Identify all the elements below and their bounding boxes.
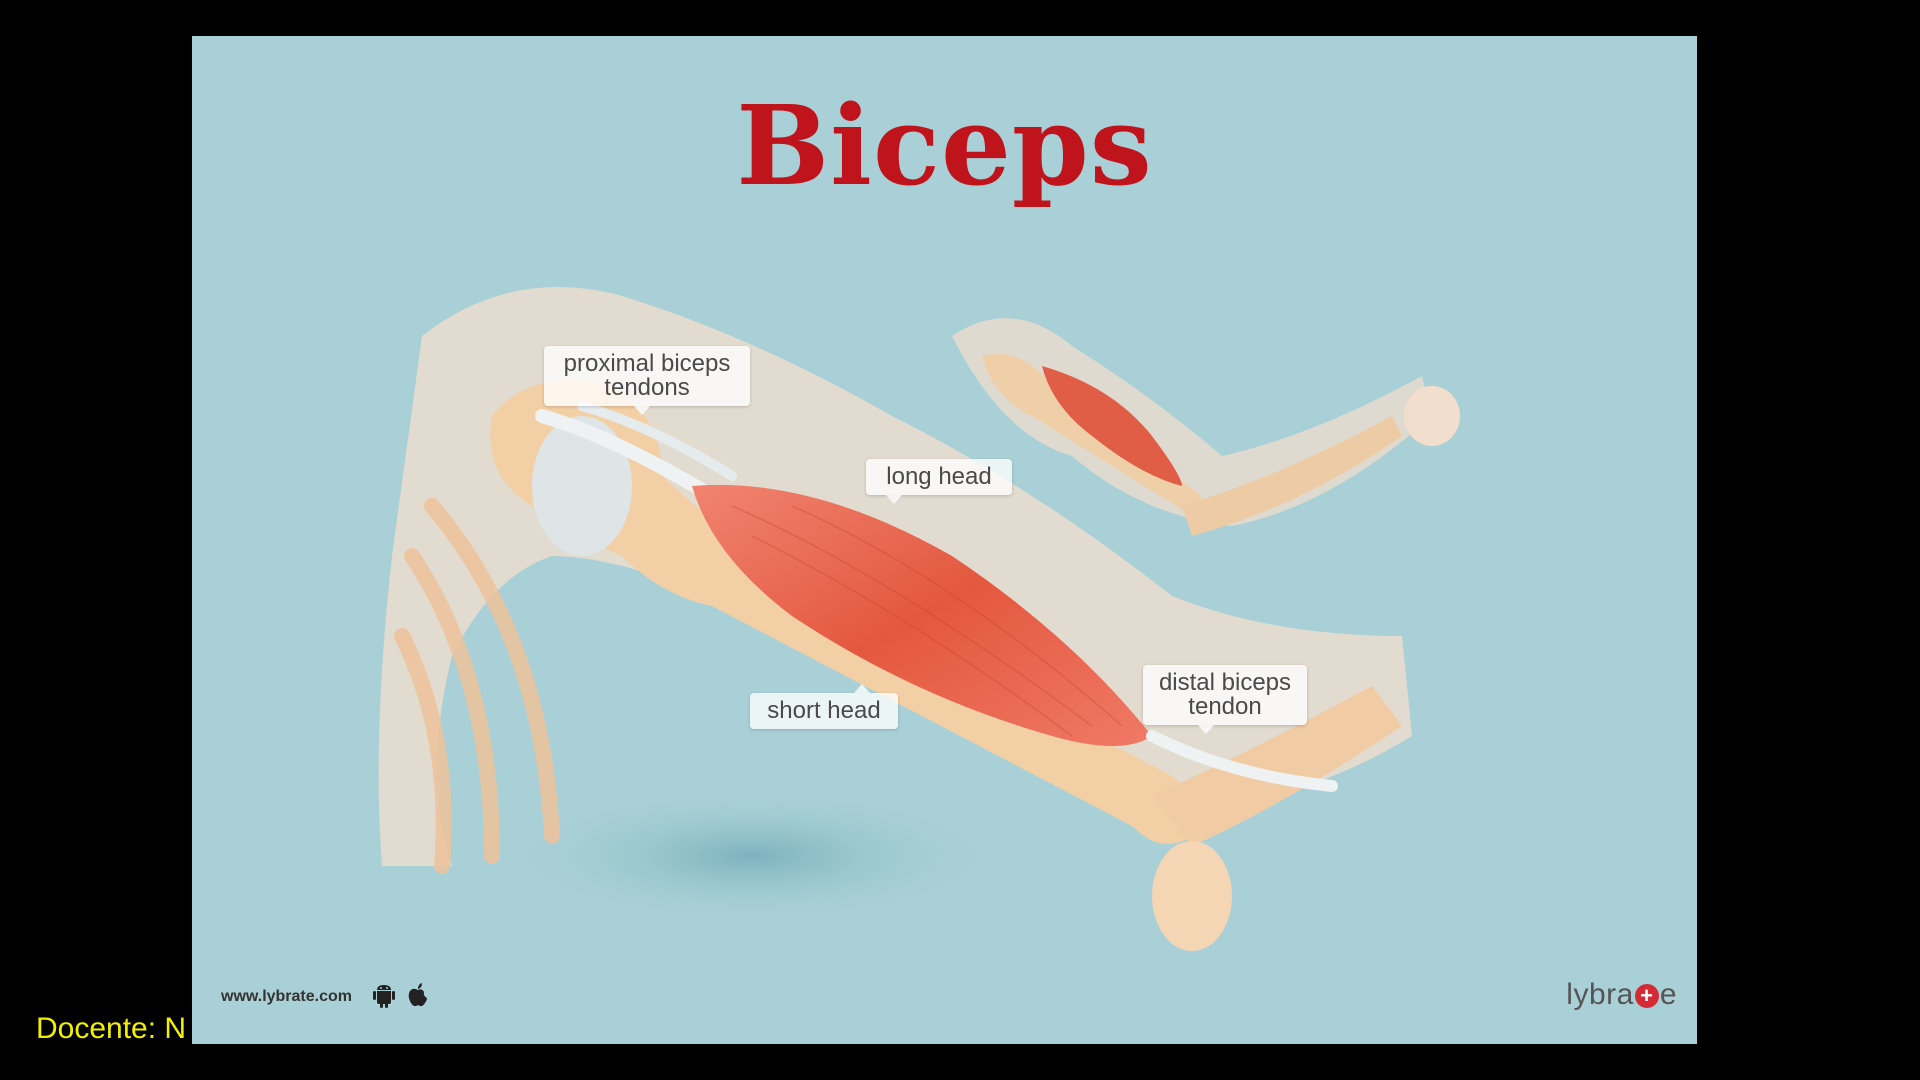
slide-title: Biceps <box>736 81 1153 210</box>
ribs <box>394 498 560 874</box>
android-icon <box>372 982 396 1008</box>
docente-caption: Docente: N <box>36 1012 187 1045</box>
apple-icon <box>406 982 430 1008</box>
footer-app-icons <box>372 982 430 1008</box>
elbow <box>1152 841 1232 951</box>
distal-tendon <box>1146 730 1338 792</box>
slide: Biceps proximal biceps tendons long head… <box>192 36 1697 1044</box>
forearm-bones <box>1152 686 1402 846</box>
label-long-head: long head <box>866 459 1012 504</box>
proximal-tendon <box>535 409 719 503</box>
label-short-head: short head <box>750 684 898 729</box>
label-proximal-biceps-tendons: proximal biceps tendons <box>544 346 750 415</box>
small-arm-illustration <box>952 318 1460 536</box>
footer-url: www.lybrate.com <box>221 988 352 1005</box>
lybrate-logo: lybra+e <box>1566 978 1677 1011</box>
biceps-muscle <box>692 484 1152 746</box>
shoulder-joint <box>532 416 632 556</box>
label-distal-biceps-tendon: distal biceps tendon <box>1143 665 1307 734</box>
plus-icon: + <box>1634 984 1659 1009</box>
